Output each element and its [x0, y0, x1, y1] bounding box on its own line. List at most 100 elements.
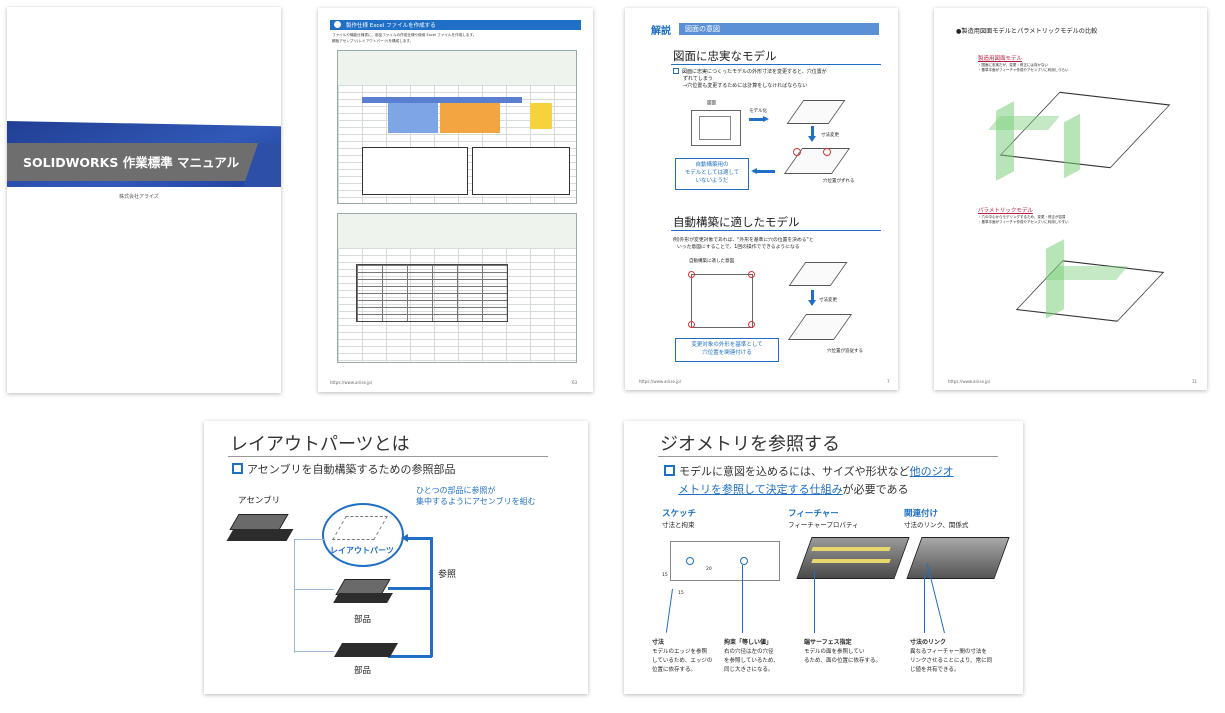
green-plane-1b — [1064, 113, 1080, 179]
arrow-sunpo2-head — [808, 300, 816, 306]
connector-h1 — [294, 539, 324, 540]
callout1-line2: モデルとしては適して — [684, 170, 740, 176]
callout1-line1: 自動構築用の — [695, 162, 729, 168]
manual-page-7[interactable]: 解説 図面の意図 図面に忠実なモデル 図面に忠実につくったモデルの外形寸法を変更… — [625, 8, 898, 390]
callout2-line2: 穴位置を関連付ける — [702, 350, 752, 356]
page11-m1: 製造用図面モデル — [978, 56, 1023, 62]
slide1-note-2: 集中するようにアセンブリを組む — [416, 497, 536, 506]
slide2-line1a: モデルに意図を込めるには、サイズや形状など — [679, 465, 910, 478]
excel-blue-cells — [388, 103, 438, 133]
arrow-modelka — [749, 118, 763, 121]
ref-bracket-bottom — [388, 655, 432, 658]
hole-circle-5 — [688, 321, 695, 328]
manual-page-11[interactable]: ●製造用図面モデルとパラメトリックモデルの比較 製造用図面モデル ・図面に忠実だ… — [934, 8, 1207, 390]
relation-model — [906, 537, 1010, 579]
excel-yellow-cells — [530, 103, 552, 129]
slide1-part-1: 部品 — [354, 615, 372, 625]
page63-number-icon — [334, 21, 341, 28]
slide2-line-1: モデルに意図を込めるには、サイズや形状など他のジオ — [664, 463, 954, 479]
hole-circle-4 — [748, 271, 755, 278]
c1-label: 寸法 — [652, 639, 665, 646]
cover-gray-band — [7, 143, 269, 181]
label-tekishita: 自動構築に適した意図 — [689, 259, 734, 264]
slide1-layout-label: レイアウトパーツ — [330, 546, 394, 555]
slide1-bullet-icon — [232, 463, 243, 474]
hole-circle-2 — [823, 148, 831, 156]
c1-text-3: 位置に依存する。 — [652, 667, 697, 673]
drawing-inner — [699, 116, 731, 140]
page7-b1c: →穴位置も変更するためには計算をしなければならない — [683, 83, 808, 89]
pointer-c2 — [742, 565, 743, 633]
assembly-part-base — [226, 529, 294, 541]
slide1-note-1: ひとつの部品に参照が — [416, 486, 496, 495]
c4-text-1: 異なるフィーチャー間の寸法を — [910, 649, 987, 655]
model-plate-1 — [786, 100, 846, 124]
slide2-title: ジオメトリを参照する — [660, 434, 840, 455]
slide2-line-2: メトリを参照して決定する仕組みが必要である — [678, 481, 909, 497]
c2-text-1: 右の穴径は左の穴径 — [724, 649, 774, 655]
page7-h2-rule — [671, 230, 881, 231]
sketch-rect — [670, 541, 780, 581]
col1-sub: 寸法と拘束 — [662, 521, 695, 529]
excel-table-header — [362, 97, 522, 103]
slide1-part-2: 部品 — [354, 666, 372, 676]
slide2-line2b: が必要である — [842, 483, 909, 496]
page11-m1a: ・図面に忠実だが、変更・修正には向かない — [978, 63, 1048, 67]
col2-sub: フィーチャープロパティ — [788, 521, 859, 529]
c4-text-3: じ値を共有できる。 — [910, 667, 960, 673]
page11-m1b: ・基準平面がフィーチャ作成やアセンブリに利用しづらい — [978, 68, 1069, 72]
manual-page-63[interactable]: 製作仕様 Excel ファイルを作成する ファイルや機能仕様書に、部品ファイルの… — [318, 8, 593, 392]
part-plate — [333, 643, 399, 657]
slide1-subtitle-row: アセンブリを自動構築するための参照部品 — [232, 461, 455, 477]
connector-h2 — [294, 589, 334, 590]
excel-note-box-left — [362, 147, 468, 195]
page63-heading: 製作仕様 Excel ファイルを作成する — [346, 23, 436, 29]
ref-bracket-top — [408, 537, 432, 540]
part-box-base — [333, 593, 393, 603]
sketch-hole-left — [686, 557, 694, 565]
hole-circle-3 — [688, 271, 695, 278]
excel-orange-cells — [440, 103, 500, 133]
c4-text-2: リンクさせることにより、常に同 — [910, 658, 993, 664]
col2-title: フィーチャー — [788, 509, 839, 519]
col3-sub: 寸法のリンク、関係式 — [904, 521, 969, 529]
slide2-line2a-link: メトリを参照して決定する仕組み — [678, 483, 843, 496]
callout1-line3: いないようだ — [695, 178, 729, 184]
page11-m2: パラメトリックモデル — [978, 208, 1033, 214]
green-plane-1c — [988, 116, 1060, 130]
page7-h1: 図面に忠実なモデル — [673, 49, 777, 63]
page7-section: 図面の意図 — [685, 25, 720, 33]
hole-circle-1 — [793, 148, 801, 156]
c2-text-2: を参照しているため、 — [724, 658, 779, 664]
page63-heading-bar — [330, 20, 581, 30]
col1-title: スケッチ — [662, 509, 697, 519]
pointer-c4a — [924, 571, 925, 633]
page63-footer-page: 63 — [572, 380, 578, 385]
c1-text-1: モデルのエッジを参照 — [652, 649, 708, 655]
slide1-title: レイアウトパーツとは — [230, 434, 410, 455]
label-zumen: 図面 — [707, 101, 716, 106]
c2-text-3: 同じ大きさになる。 — [724, 667, 774, 673]
page11-footer-page: 11 — [1192, 379, 1198, 384]
label-zure: 穴位置がずれる — [823, 179, 855, 184]
page11-title: ●製造用図面モデルとパラメトリックモデルの比較 — [956, 28, 1098, 35]
page63-intro-1: ファイルや機能仕様書に、部品ファイルの作成仕様や使用 Excel ファイルを作成… — [332, 33, 477, 37]
page7-h2: 自動構築に適したモデル — [673, 215, 800, 229]
assembly-part-top — [229, 514, 289, 530]
page63-intro-2: 鋼板アセンブリ(レイアウトパーツ)を構成します。 — [332, 39, 414, 43]
connector-h3 — [294, 651, 334, 652]
c2-label: 拘束「等しい値」 — [724, 639, 773, 646]
slide-layout-parts[interactable]: レイアウトパーツとは アセンブリを自動構築するための参照部品 アセンブリ ひとつ… — [204, 421, 588, 694]
connector-vertical — [294, 539, 295, 653]
bullet-square-icon — [673, 68, 679, 74]
callout-not-suitable: 自動構築用の モデルとしては適して いないようだ — [675, 158, 749, 190]
dim-15a: 15 — [678, 591, 684, 596]
callout2-line1: 変更対象の外形を基準として — [691, 342, 763, 348]
slide2-title-rule — [658, 456, 998, 457]
model-plate-3 — [788, 262, 848, 286]
model-plate-4 — [787, 314, 853, 340]
label-modelka: モデル化 — [749, 109, 767, 114]
page7-footer-url: https://www.ariise.jp/ — [639, 379, 682, 384]
slide-geometry-reference[interactable]: ジオメトリを参照する モデルに意図を込めるには、サイズや形状など他のジオ メトリ… — [624, 421, 1023, 694]
cover-page[interactable]: SOLIDWORKS 作業標準 マニュアル 株式会社アライズ — [7, 7, 281, 393]
